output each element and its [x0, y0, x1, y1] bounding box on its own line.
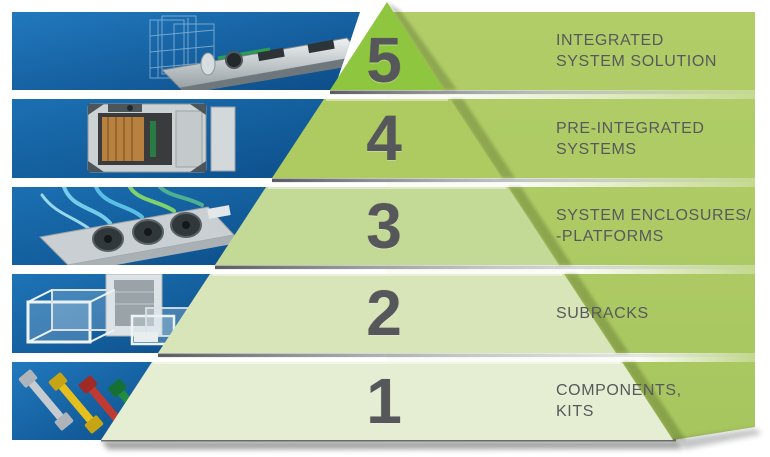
- subrack-frame-large: [26, 289, 115, 344]
- row-separator-3: [387, 265, 755, 274]
- row-separator-2: [387, 178, 755, 187]
- handle-yellow: [48, 372, 104, 434]
- handle-silver: [18, 369, 74, 431]
- level-4-shadow-line: [272, 178, 758, 183]
- level-2-shadow-line: [158, 353, 758, 358]
- row-separator-1: [387, 90, 755, 99]
- pyramid-base-shadow: [101, 428, 762, 450]
- pyramid-level-2-shape: [158, 274, 616, 353]
- level-5-shadow-line: [330, 90, 758, 95]
- pyramid-level-4-shape: [272, 99, 502, 178]
- level-1-label: COMPONENTS, KITS: [556, 382, 682, 420]
- pyramid-level-3-shape: [215, 187, 559, 265]
- cabinet-back: [105, 274, 163, 337]
- pyramid-level-4-number: 4: [366, 102, 402, 174]
- right-edge-seam-shadows: [387, 2, 686, 440]
- pyramid-level-2-number: 2: [366, 277, 402, 349]
- level-3-label: SYSTEM ENCLOSURES/ -PLATFORMS: [556, 207, 752, 245]
- integrated-system-photo: [12, 12, 360, 90]
- cables: [40, 187, 204, 233]
- level-2-label: SUBRACKS: [556, 305, 649, 322]
- pyramid-level-5-shape: [330, 2, 444, 90]
- pre-integrated-systems-photo: [12, 99, 327, 178]
- pyramid-level-3-number: 3: [366, 190, 402, 262]
- pyramid-level-1-number: 1: [366, 365, 402, 437]
- pyramid-level-5-number: 5: [366, 24, 402, 96]
- fans: [92, 212, 202, 252]
- level-4-label: PRE-INTEGRATED SYSTEMS: [556, 119, 705, 158]
- backplane: [102, 117, 156, 161]
- row-separator-4: [387, 353, 755, 362]
- pyramid-level-1-shape: [101, 362, 673, 440]
- top-edge-highlights: [154, 99, 620, 364]
- level-5-label: INTEGRATED SYSTEM SOLUTION: [556, 32, 718, 70]
- level-3-shadow-line: [215, 265, 758, 270]
